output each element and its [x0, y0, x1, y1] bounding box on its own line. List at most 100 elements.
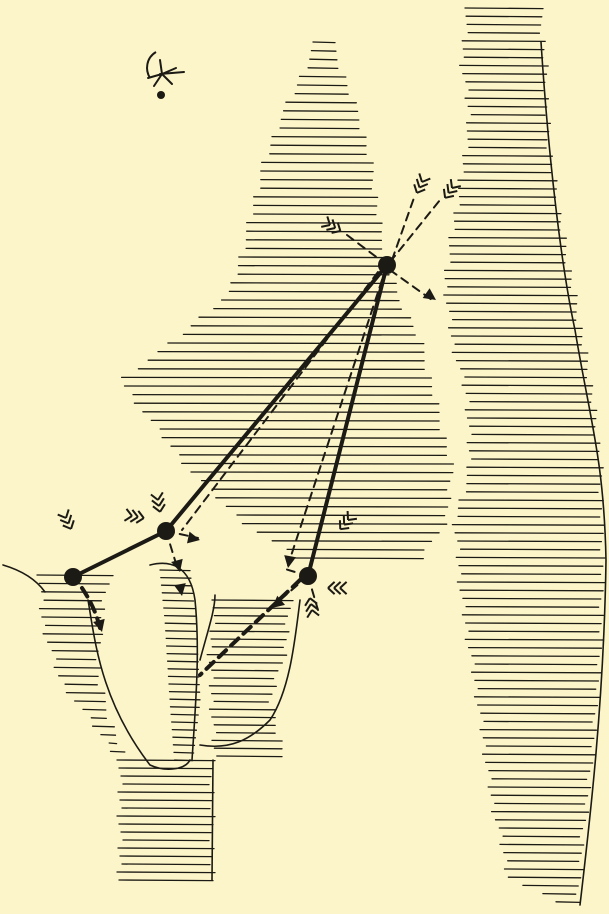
hachure-line — [217, 756, 282, 757]
feather-stroke — [447, 184, 448, 193]
hachure-line — [173, 745, 194, 746]
hachure-line — [209, 686, 276, 687]
hachure-line — [465, 377, 587, 378]
hachure-line — [471, 115, 545, 116]
hachure-line — [257, 532, 439, 533]
hachure-line — [464, 172, 551, 173]
hachure-line — [202, 481, 450, 482]
hachure-line — [133, 395, 432, 396]
hachure-line — [458, 180, 557, 181]
hachure-line — [481, 713, 595, 714]
hachure-line — [465, 639, 603, 640]
hachure-line — [117, 872, 215, 873]
hachure-line — [48, 642, 101, 643]
hachure-line — [42, 617, 101, 618]
hachure-line — [286, 102, 356, 103]
hachure-line — [138, 369, 424, 370]
hachure-line — [310, 59, 337, 60]
hachure-line — [57, 659, 96, 660]
hachure-line — [214, 678, 274, 679]
hachure-line — [214, 701, 268, 702]
hachure-line — [495, 803, 585, 804]
hachure-line — [164, 608, 195, 609]
hachure-line — [246, 248, 382, 249]
hachure-line — [222, 300, 399, 301]
hachure-line — [452, 352, 588, 353]
hachure-line — [488, 787, 590, 788]
hachure-line — [462, 385, 592, 386]
hachure-line — [151, 420, 439, 421]
hachure-line — [247, 223, 382, 224]
hachure-line — [491, 795, 587, 796]
hachure-line — [158, 352, 424, 353]
hachure-line — [469, 90, 543, 91]
ornament-dot — [157, 91, 165, 99]
hachure-line — [160, 570, 190, 571]
hachure-line — [492, 812, 589, 813]
hachure-line — [470, 451, 599, 452]
hachure-line — [478, 705, 598, 706]
hachure-line — [460, 205, 555, 206]
feather-stroke — [340, 528, 349, 529]
hachure-line — [162, 438, 446, 439]
hachure-line — [239, 266, 389, 267]
hachure-line — [171, 446, 446, 447]
hachure-line — [523, 885, 578, 886]
hachure-line — [166, 638, 197, 639]
hachure-line — [468, 139, 547, 140]
hachure-line — [199, 317, 411, 318]
hachure-line — [444, 295, 577, 296]
hachure-line — [261, 188, 372, 189]
hachure-line — [174, 752, 194, 753]
hachure-line — [119, 824, 213, 825]
hachure-line — [449, 328, 583, 329]
hachure-line — [123, 840, 209, 841]
hachure-line — [464, 57, 542, 58]
hachure-line — [460, 65, 549, 66]
hachure-line — [169, 676, 199, 677]
feather-stroke — [451, 179, 452, 188]
hachure-line — [468, 418, 596, 419]
hachure-line — [122, 377, 432, 378]
hachure-line — [496, 820, 586, 821]
feather-stroke — [344, 523, 353, 524]
hachure-line — [210, 662, 283, 663]
hachure-line — [237, 515, 445, 516]
hachure-line — [239, 257, 389, 258]
hachure-line — [212, 740, 282, 741]
hachure-line — [455, 229, 560, 230]
hachure-line — [160, 429, 439, 430]
hachure-line — [466, 607, 598, 608]
hachure-line — [44, 600, 101, 601]
hachure-line — [503, 836, 579, 837]
hachure-line — [214, 748, 282, 749]
hachure-line — [460, 197, 556, 198]
hachure-line — [462, 615, 603, 616]
hachure-line — [216, 498, 451, 499]
hachure-line — [461, 549, 600, 550]
hachure-line — [101, 735, 116, 736]
hachure-line — [46, 625, 98, 626]
hachure-line — [486, 746, 591, 747]
hachure-line — [467, 467, 603, 468]
hachure-line — [460, 590, 603, 591]
hachure-line — [212, 717, 275, 718]
hachure-line — [66, 693, 104, 694]
hachure-line — [83, 709, 106, 710]
hachure-line — [468, 106, 547, 107]
hachure-line — [65, 684, 97, 685]
hachure-line — [246, 240, 381, 241]
hachure-line — [467, 131, 548, 132]
hachure-line — [281, 119, 359, 120]
hachure-line — [226, 506, 447, 507]
hachure-line — [163, 600, 194, 601]
hachure-line — [212, 694, 272, 695]
hachure-line — [499, 828, 582, 829]
hachure-line — [168, 661, 199, 662]
hachure-line — [478, 689, 596, 690]
hachure-line — [111, 751, 125, 752]
hachure-line — [122, 808, 210, 809]
hachure-line — [467, 475, 601, 476]
hachure-line — [109, 743, 116, 744]
hachure-line — [455, 533, 603, 534]
